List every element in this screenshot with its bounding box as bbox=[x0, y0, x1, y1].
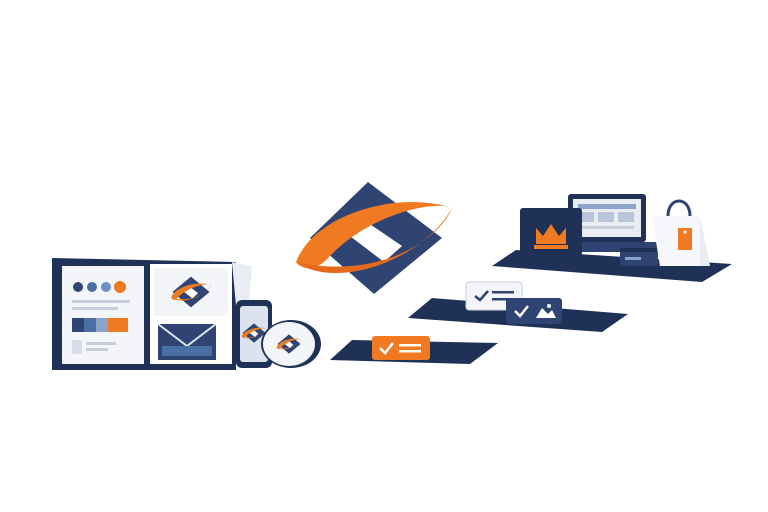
credit-card-icon bbox=[620, 242, 658, 266]
platform-3 bbox=[492, 194, 732, 282]
brand-kit-folder bbox=[52, 258, 252, 370]
smartphone-icon bbox=[236, 300, 272, 368]
image-card-icon bbox=[506, 298, 562, 324]
envelope-icon bbox=[157, 323, 217, 360]
brand-logo-icon bbox=[296, 182, 452, 294]
platform-2 bbox=[408, 281, 628, 332]
loose-paper bbox=[232, 262, 252, 310]
cd-disc-icon bbox=[261, 320, 321, 368]
orange-check-card-icon bbox=[372, 336, 430, 360]
color-swatch-icon bbox=[72, 281, 130, 354]
platform-3-floor bbox=[492, 250, 732, 282]
platform-1 bbox=[330, 336, 498, 364]
shopping-bag-icon bbox=[652, 199, 710, 266]
logo-card-icon bbox=[154, 268, 228, 316]
crown-card-icon bbox=[520, 208, 582, 256]
